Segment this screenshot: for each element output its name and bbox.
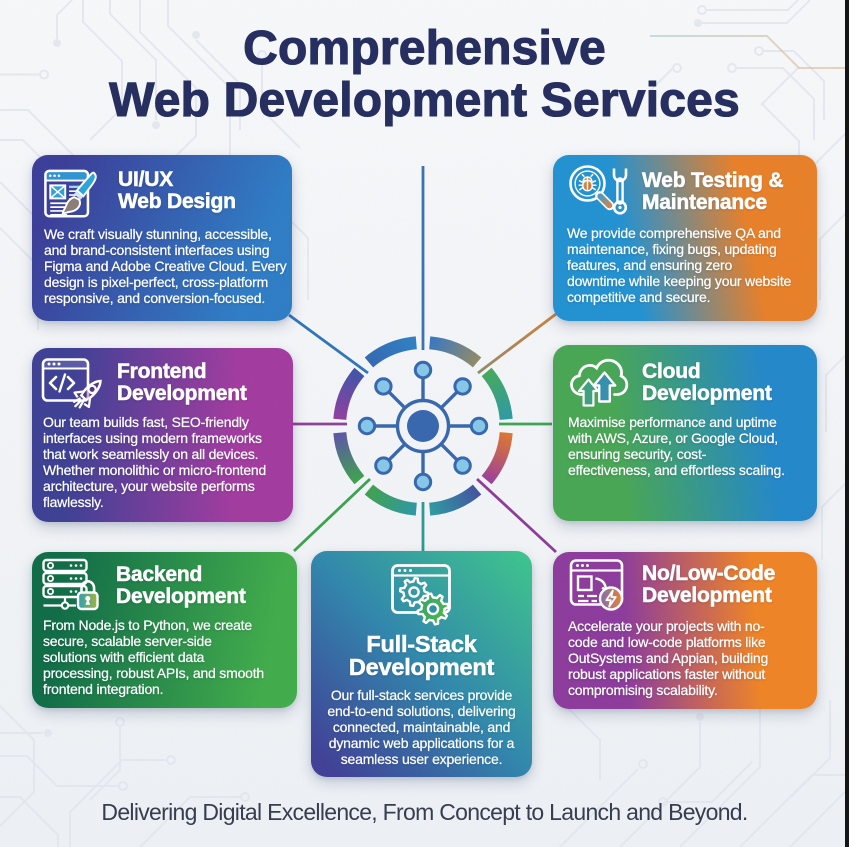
server-lock-icon [42, 558, 99, 611]
wireframe-paintbrush-icon [44, 169, 97, 218]
window-gears-icon [390, 564, 451, 626]
card-cloud-development: Cloud Development Maximise performance a… [553, 345, 817, 521]
page-title: Comprehensive Web Development Services [109, 22, 741, 127]
card-heading: UI/UX Web Design [118, 168, 237, 213]
code-window-rocket-icon [41, 358, 102, 409]
window-lightning-icon [569, 559, 624, 611]
card-heading: Cloud Development [642, 360, 772, 405]
right-edge-strip [845, 0, 849, 847]
card-no-low-code-development: No/Low-Code Development Accelerate your … [553, 552, 817, 709]
card-frontend-development: Frontend Development Our team builds fas… [32, 348, 293, 522]
card-heading: Frontend Development [117, 360, 247, 405]
connector-bottom-left [293, 477, 371, 553]
card-body: Accelerate your projects with no- code a… [568, 618, 769, 698]
card-heading: Backend Development [116, 563, 246, 608]
card-heading: Full-Stack Development [348, 631, 495, 680]
network-hub-icon [357, 360, 489, 492]
card-heading: Web Testing & Maintenance [642, 169, 784, 214]
bug-magnifier-wrench-icon [569, 165, 628, 215]
card-backend-development: Backend Development From Node.js to Pyth… [32, 552, 297, 708]
connector-top-right [477, 312, 557, 375]
connector-lines [288, 166, 557, 554]
connector-top-left [288, 313, 369, 375]
card-body: Our full-stack services provide end-to-e… [327, 687, 516, 767]
card-body: Our team builds fast, SEO-friendly inter… [43, 414, 267, 510]
card-heading: No/Low-Code Development [642, 562, 776, 607]
cloud-upload-icon [570, 358, 629, 407]
card-uiux-web-design: UI/UX Web Design We craft visually stunn… [32, 155, 292, 321]
card-body: We provide comprehensive QA and maintena… [567, 225, 792, 305]
card-body: From Node.js to Python, we create secure… [43, 617, 265, 697]
card-web-testing-maintenance: Web Testing & Maintenance We provide com… [553, 155, 817, 321]
tagline: Delivering Digital Excellence, From Conc… [101, 799, 748, 825]
card-body: Maximise performance and uptime with AWS… [568, 414, 785, 478]
connector-bottom-right [476, 477, 557, 554]
card-body: We craft visually stunning, accessible, … [44, 226, 287, 306]
card-fullstack-development: Full-Stack Development Our full-stack se… [311, 551, 532, 777]
